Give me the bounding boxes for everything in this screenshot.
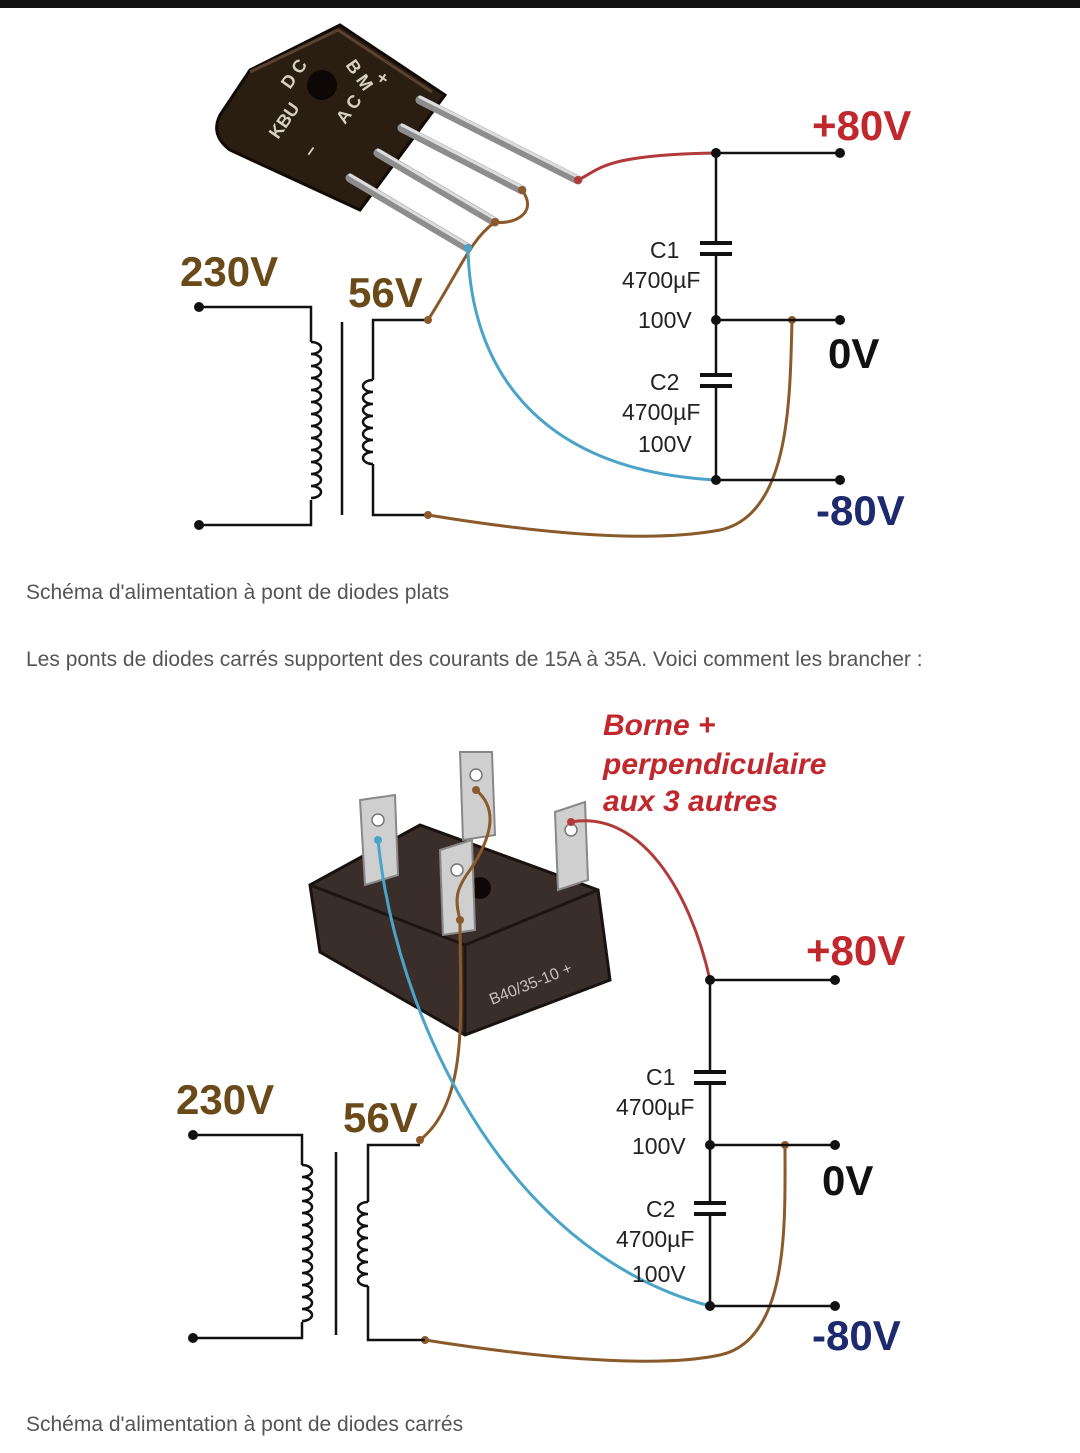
label-minus-80v: -80V [816, 487, 905, 534]
flat-bridge-diagram: D C B M KBU A C – + [180, 23, 911, 538]
label-230v-2: 230V [176, 1076, 274, 1123]
node-plus-2 [705, 975, 715, 985]
secondary-coil-2 [356, 1200, 369, 1288]
node-minus-2 [705, 1301, 715, 1311]
red-wire-plus-2 [570, 819, 712, 981]
terminal-minus-2 [830, 1301, 840, 1311]
label-230v: 230V [180, 248, 278, 295]
bridge-legs [345, 95, 583, 253]
c2-capacitance: 4700µF [622, 399, 700, 425]
secondary-coil [361, 378, 374, 466]
brown-wire-ac2-2 [424, 1144, 787, 1363]
label-56v: 56V [348, 269, 423, 316]
label-plus-80v-2: +80V [806, 927, 905, 974]
label-56v-2: 56V [343, 1094, 418, 1141]
svg-text:Borne +: Borne + [603, 709, 716, 742]
c2-voltage-2: 100V [632, 1261, 686, 1287]
label-0v: 0V [828, 330, 879, 377]
terminal-plus [835, 148, 845, 158]
brown-wire-ac-link [494, 189, 530, 225]
terminal-minus [835, 475, 845, 485]
primary-terminal-bottom [194, 520, 204, 530]
red-wire-plus [577, 151, 717, 182]
c2-name: C2 [650, 369, 679, 395]
capacitor-plates [700, 241, 732, 388]
brown-wire-ac2 [427, 319, 794, 538]
node-minus [711, 475, 721, 485]
c1-name: C1 [650, 237, 679, 263]
label-0v-2: 0V [822, 1157, 873, 1204]
primary-terminal-bottom-2 [188, 1333, 198, 1343]
terminal-zero-2 [830, 1140, 840, 1150]
paragraph-square-bridge: Les ponts de diodes carrés supportent de… [26, 648, 923, 671]
primary-terminal-top-2 [188, 1130, 198, 1140]
square-bridge-diagram: Borne + perpendiculaire aux 3 autres B40… [176, 709, 905, 1363]
label-minus-80v-2: -80V [812, 1312, 901, 1359]
primary-coil-2 [301, 1163, 314, 1323]
secondary-wiring-2 [366, 1143, 425, 1342]
c1-name-2: C1 [646, 1064, 675, 1090]
caption-flat-bridge: Schéma d'alimentation à pont de diodes p… [26, 581, 450, 604]
node-plus [711, 148, 721, 158]
c1-capacitance-2: 4700µF [616, 1094, 694, 1120]
terminal-plus-2 [830, 975, 840, 985]
primary-terminal-top [194, 302, 204, 312]
c2-capacitance-2: 4700µF [616, 1226, 694, 1252]
flat-bridge-rectifier: D C B M KBU A C – + [215, 23, 583, 253]
node-zero [711, 315, 721, 325]
primary-wiring [199, 305, 313, 527]
brown-wire-ac1-2 [419, 919, 463, 1142]
top-status-bar [0, 0, 1080, 8]
c1-capacitance: 4700µF [622, 267, 700, 293]
label-plus-80v: +80V [812, 102, 911, 149]
c1-voltage: 100V [638, 307, 692, 333]
svg-text:perpendiculaire: perpendiculaire [602, 748, 826, 781]
terminal-zero [835, 315, 845, 325]
c2-name-2: C2 [646, 1196, 675, 1222]
output-rails-2 [708, 978, 835, 1308]
secondary-wiring [371, 318, 428, 517]
capacitor-plates-2 [694, 1070, 726, 1216]
primary-coil [310, 340, 323, 500]
brown-wire-ac1 [426, 220, 496, 321]
c1-voltage-2: 100V [632, 1133, 686, 1159]
c2-voltage: 100V [638, 431, 692, 457]
blue-wire-minus-2 [376, 839, 711, 1308]
primary-wiring-2 [193, 1133, 304, 1340]
positive-terminal-annotation: Borne + perpendiculaire aux 3 autres [602, 709, 826, 818]
svg-text:aux 3 autres: aux 3 autres [603, 785, 778, 818]
brown-wire-ac-link-2 [455, 788, 492, 921]
blue-wire-minus [466, 247, 717, 482]
output-rails [714, 151, 840, 482]
bridge-mount-hole [307, 70, 337, 100]
node-zero-2 [705, 1140, 715, 1150]
caption-square-bridge: Schéma d'alimentation à pont de diodes c… [26, 1413, 464, 1436]
